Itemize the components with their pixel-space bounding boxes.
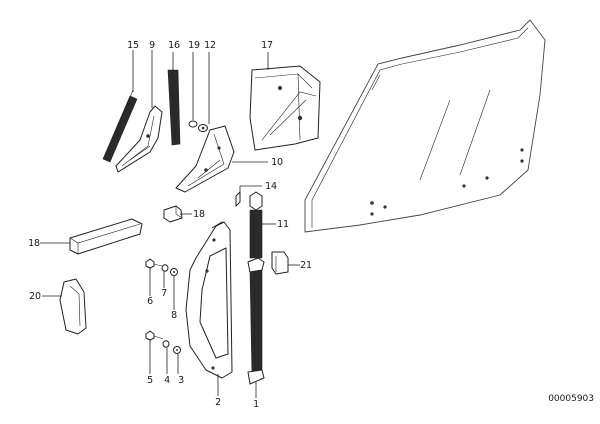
part-21-clip: [271, 251, 289, 275]
part-16-seal: [167, 69, 181, 146]
callout-18-upper: 18: [193, 209, 205, 220]
part-2-vent-frame: [185, 221, 233, 379]
part-19-12-screw: [188, 120, 208, 132]
callout-19: 19: [188, 40, 200, 51]
callout-1: 1: [253, 399, 259, 410]
callout-8: 8: [171, 310, 177, 321]
part-18-pad: [69, 218, 143, 255]
callout-18-left: 18: [28, 238, 40, 249]
leader-lines: [40, 50, 300, 398]
part-1-lower-rail: [247, 257, 265, 385]
callout-17: 17: [261, 40, 273, 51]
callout-2: 2: [215, 397, 221, 408]
part-9-bracket: [115, 105, 163, 173]
callout-15: 15: [127, 40, 139, 51]
callout-21: 21: [300, 260, 312, 271]
callout-16: 16: [168, 40, 180, 51]
callout-3: 3: [178, 375, 184, 386]
part-18-block: [163, 205, 183, 223]
callout-10: 10: [271, 157, 283, 168]
callout-5: 5: [147, 375, 153, 386]
callout-11: 11: [277, 219, 289, 230]
parts-6-7-8-fasteners: [145, 258, 178, 276]
door-glass: [304, 19, 546, 233]
callout-6: 6: [147, 296, 153, 307]
parts-5-4-3-fasteners: [145, 330, 181, 354]
part-14-clip: [235, 191, 241, 207]
part-10-corner: [175, 125, 235, 193]
callout-20: 20: [29, 291, 41, 302]
callout-4: 4: [164, 375, 170, 386]
callout-9: 9: [149, 40, 155, 51]
callout-labels: 15 9 16 19 12 17 10 14 18 11 18 21 20 6 …: [28, 40, 312, 410]
part-15-strip: [102, 89, 138, 163]
part-20-pad: [59, 278, 87, 335]
part-11-guide-rail: [249, 191, 263, 259]
callout-12: 12: [204, 40, 216, 51]
part-17-bracket: [249, 65, 321, 151]
callout-7: 7: [161, 288, 167, 299]
diagram-code: 00005903: [548, 394, 594, 404]
callout-14: 14: [265, 181, 277, 192]
